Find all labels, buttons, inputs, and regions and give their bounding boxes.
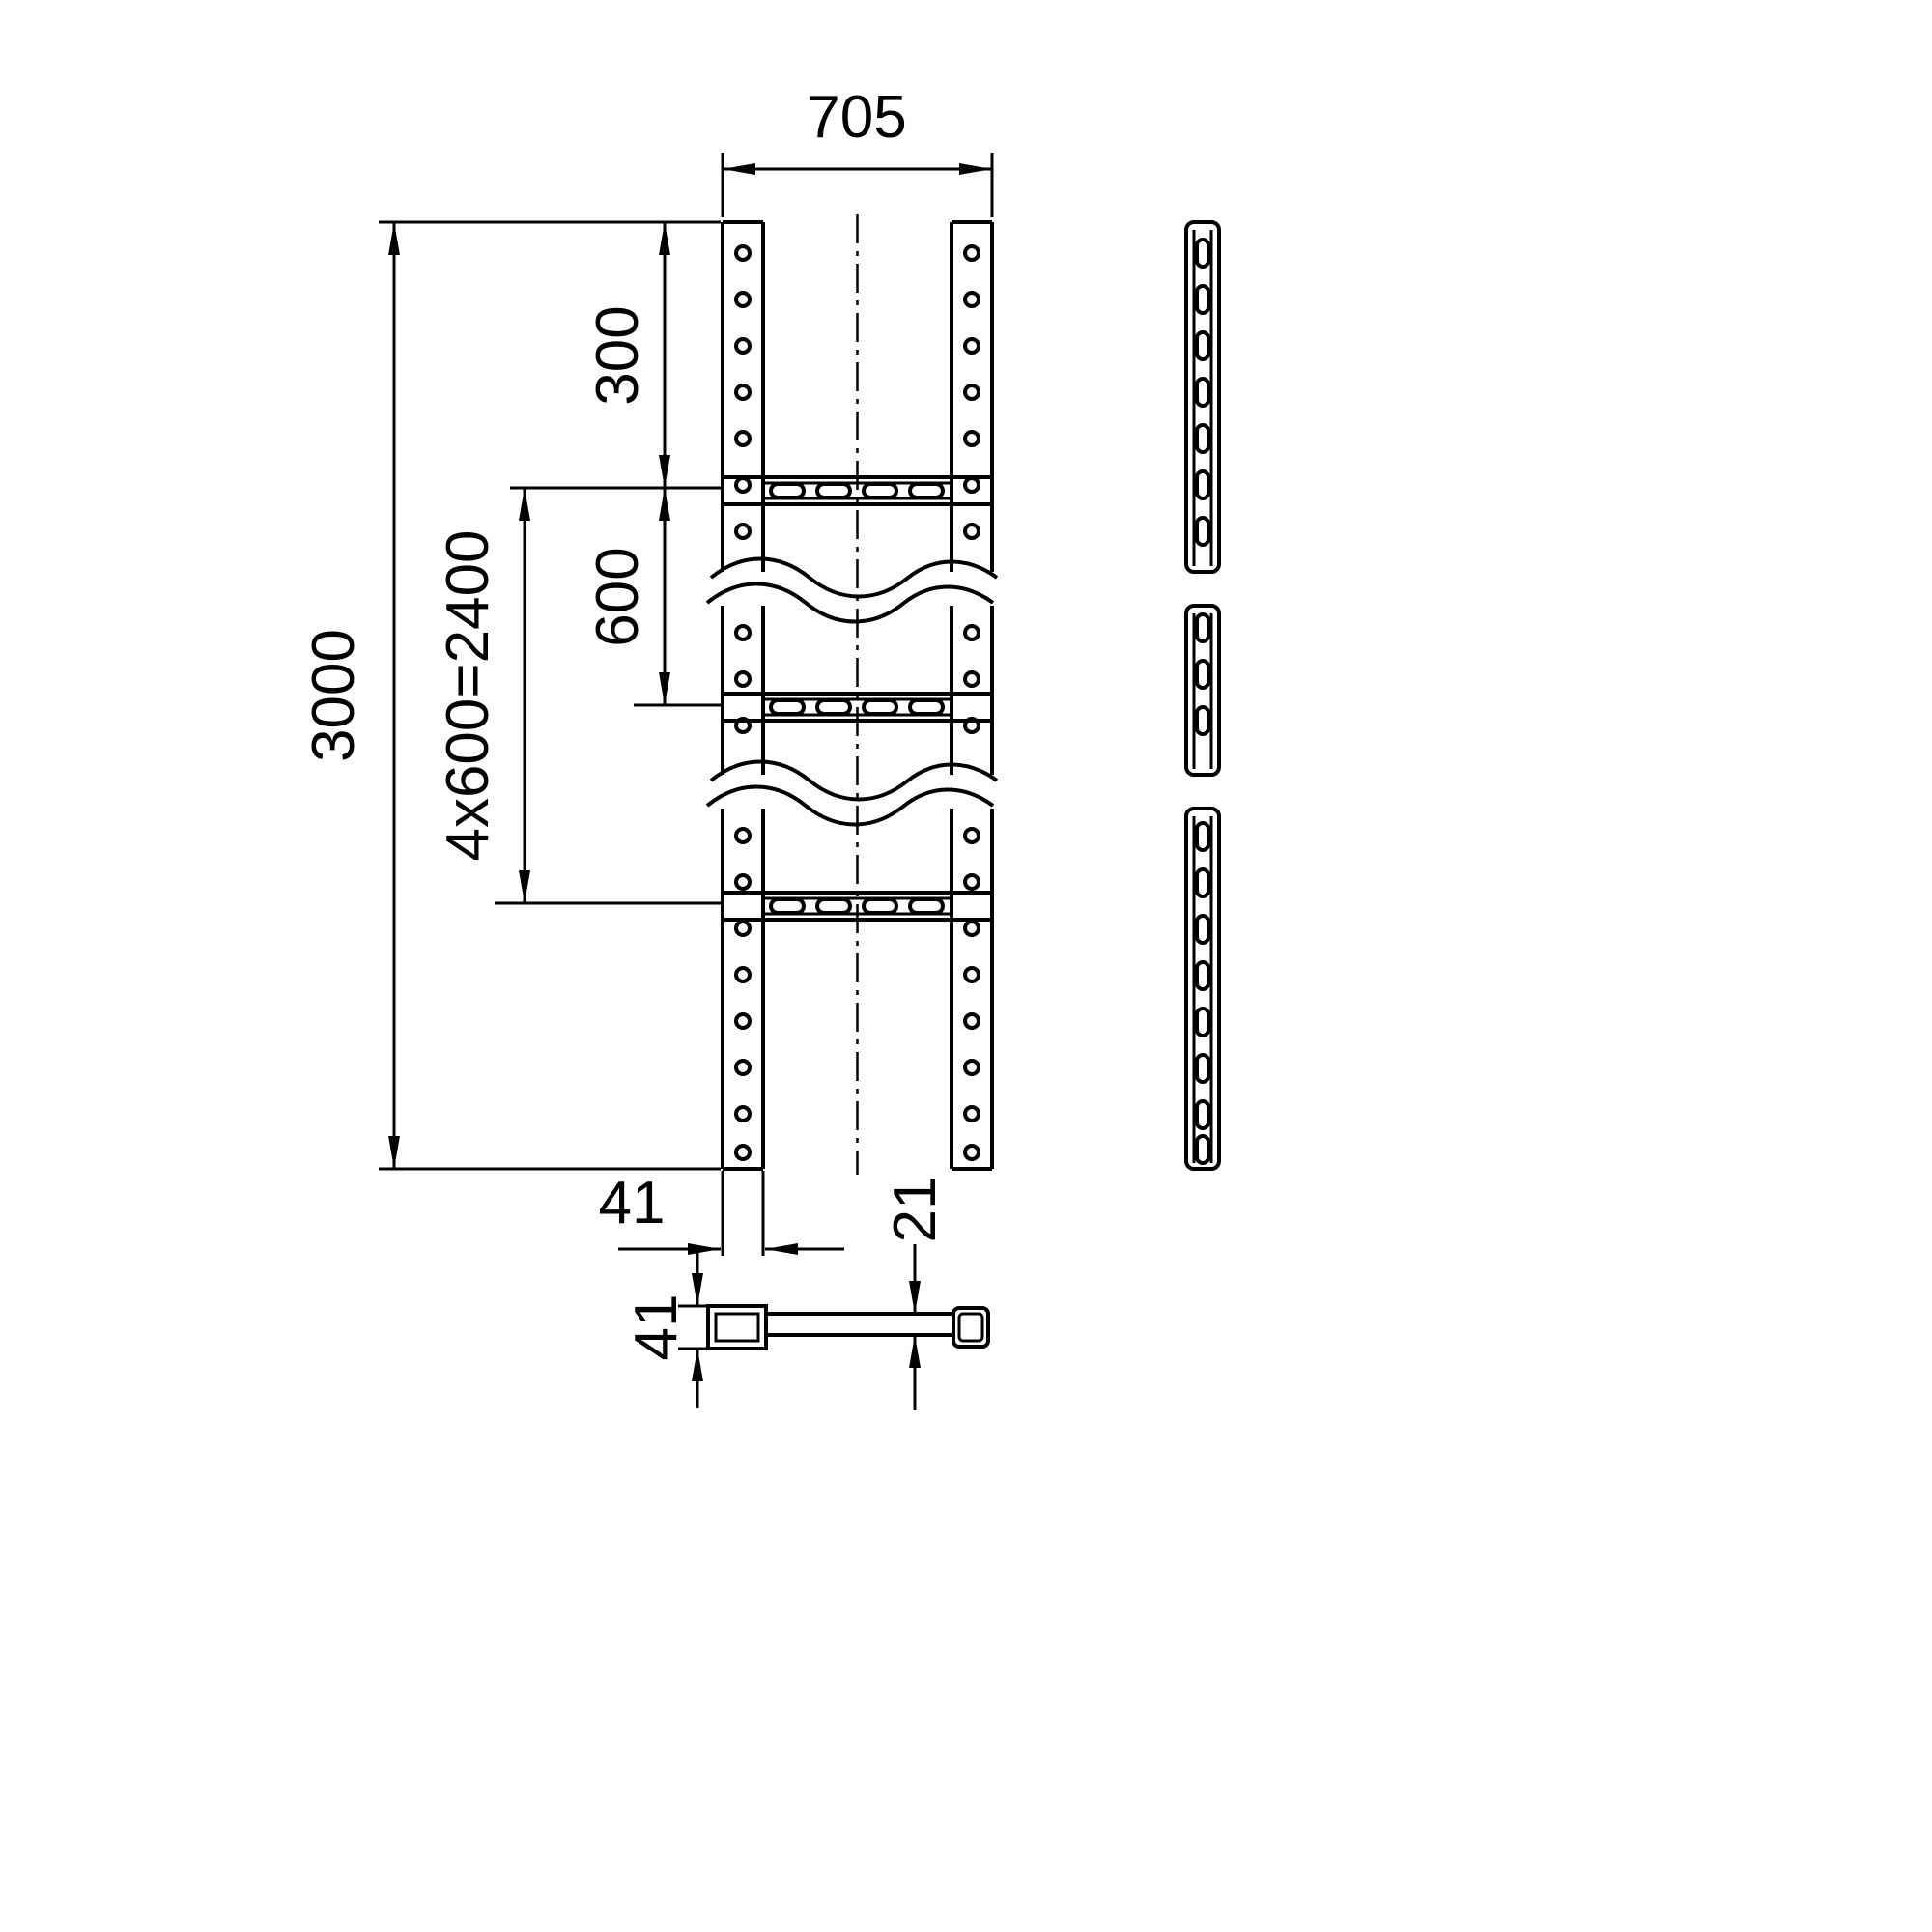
dimension-side-rail-width: 41 <box>599 1170 844 1256</box>
dimension-label-rung-spacing-total: 4x600=2400 <box>435 529 501 861</box>
dimension-label-total-length: 3000 <box>300 629 367 762</box>
dimension-label-side-rail-width: 41 <box>599 1170 666 1236</box>
dimension-label-rung-spacing: 600 <box>584 547 651 646</box>
side-rail-segment <box>1184 604 1221 777</box>
dimension-label-side-rail-height: 41 <box>623 1294 690 1361</box>
dimension-total-length: 3000 <box>300 220 721 1171</box>
section-left-rail <box>706 1304 768 1350</box>
dimension-side-rail-height: 41 <box>623 1248 706 1408</box>
rail-holes-left <box>734 244 752 1161</box>
break-line-upper <box>705 556 999 624</box>
section-right-rail <box>952 1306 990 1349</box>
dimension-rung-spacing: 600 <box>584 488 721 707</box>
dimension-label-first-rung-offset: 300 <box>584 305 651 405</box>
section-view <box>706 1304 990 1350</box>
side-rail-segment <box>1184 220 1221 574</box>
rung <box>723 891 992 922</box>
section-rung-bar <box>766 1312 953 1337</box>
rail-holes-right <box>963 244 980 1161</box>
dimension-rung-spacing-total: 4x600=2400 <box>435 488 721 905</box>
dimension-rung-profile-width: 21 <box>882 1177 949 1410</box>
right-rail <box>950 220 994 1171</box>
dimension-first-rung-offset: 300 <box>510 222 721 490</box>
left-rail <box>721 220 765 1171</box>
rung <box>723 692 992 723</box>
dimension-label-top-width: 705 <box>807 84 906 151</box>
side-view <box>1184 220 1221 1171</box>
side-rail-segment <box>1184 807 1221 1171</box>
break-line-lower <box>705 759 999 827</box>
rung <box>723 475 992 506</box>
plan-view <box>705 214 999 1175</box>
dimension-top-width: 705 <box>721 84 994 217</box>
dimension-label-rung-profile-width: 21 <box>882 1177 949 1243</box>
